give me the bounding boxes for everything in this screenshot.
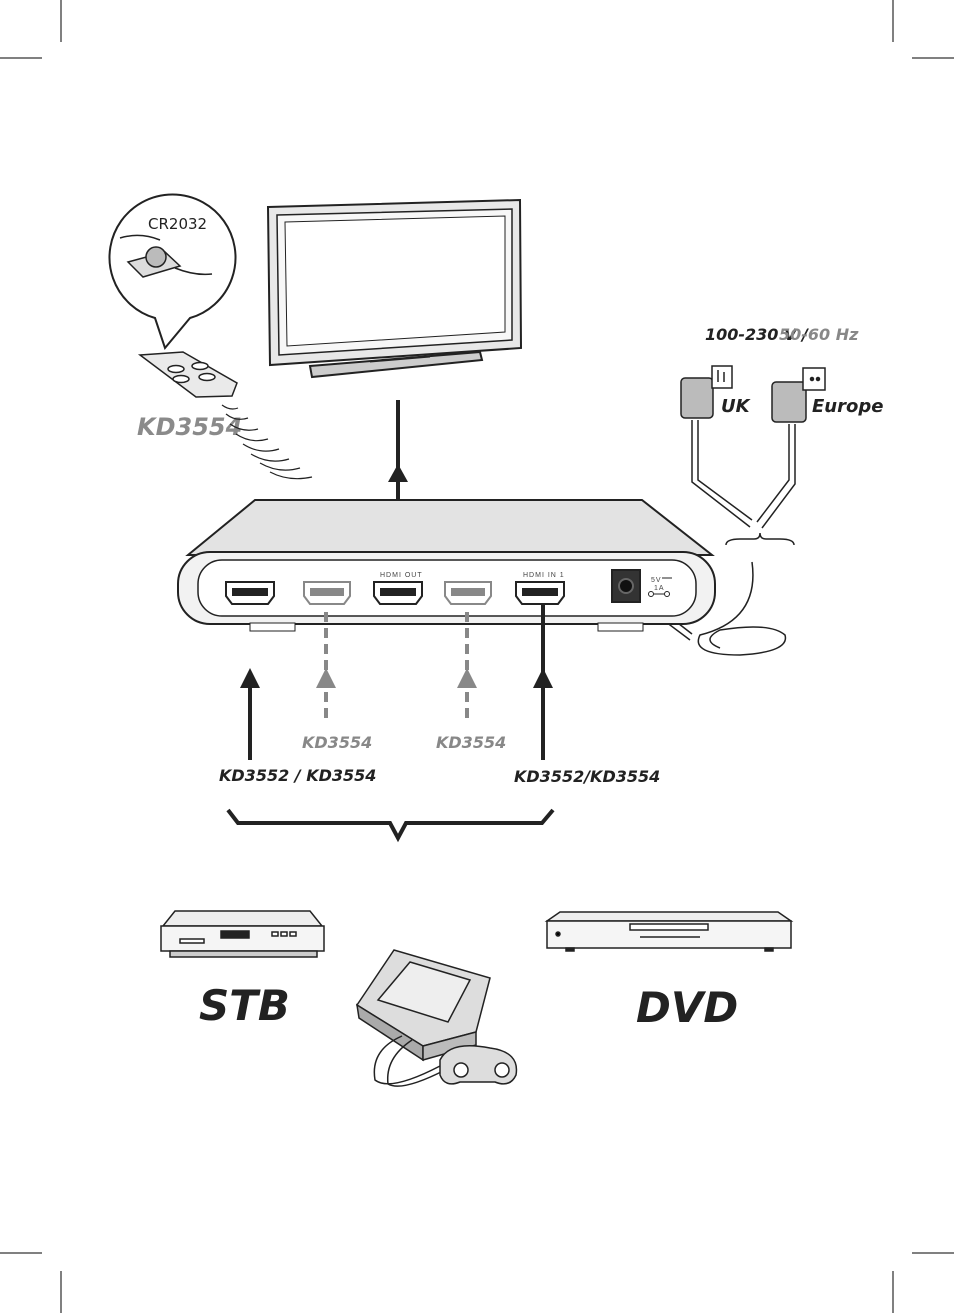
hdmi-in1-label: HDMI IN 1 (523, 572, 565, 579)
hdmi-switch-box (177, 499, 716, 632)
dvd-icon (544, 911, 794, 952)
uk-plug-icon (680, 365, 733, 419)
battery-callout: CR2032 (108, 193, 237, 351)
frequency-label: 50-60 Hz (779, 325, 859, 344)
input-arrow-2 (316, 612, 336, 722)
input-label-2: KD3554 (302, 733, 372, 752)
dc-current-label: 1A (654, 585, 665, 592)
battery-label: CR2032 (148, 215, 207, 233)
voltage-label: 100-230 V / (705, 325, 809, 344)
dvd-label: DVD (636, 983, 738, 1032)
input-label-3: KD3554 (436, 733, 506, 752)
stb-icon (160, 910, 325, 958)
ir-signal-icon (221, 404, 313, 480)
remote-label: KD3554 (137, 413, 242, 441)
input-arrow-1 (240, 668, 260, 760)
input-label-4: KD3552/KD3554 (514, 767, 660, 786)
stb-label: STB (199, 981, 290, 1030)
input-arrow-4 (533, 605, 553, 760)
europe-plug-icon (771, 367, 826, 423)
uk-plug-label: UK (721, 396, 752, 417)
hdmi-port-3 (444, 581, 492, 605)
input-arrow-3 (457, 612, 477, 722)
game-console-icon (355, 949, 518, 1087)
input-label-1: KD3552 / KD3554 (219, 766, 376, 785)
remote-icon (137, 351, 238, 398)
tv-icon (266, 198, 523, 379)
hdmi-out-port (373, 581, 423, 605)
battery-icon (119, 234, 213, 278)
hdmi-out-label: HDMI OUT (380, 572, 423, 579)
hdmi-in1-port (515, 581, 565, 605)
hdmi-port-1 (225, 581, 275, 605)
europe-plug-label: Europe (812, 396, 883, 417)
dc-voltage-label: 5V (651, 577, 662, 584)
polarity-icon (648, 577, 672, 597)
dc-jack-icon (611, 569, 641, 603)
hdmi-port-2 (303, 581, 351, 605)
source-brace (226, 808, 555, 843)
